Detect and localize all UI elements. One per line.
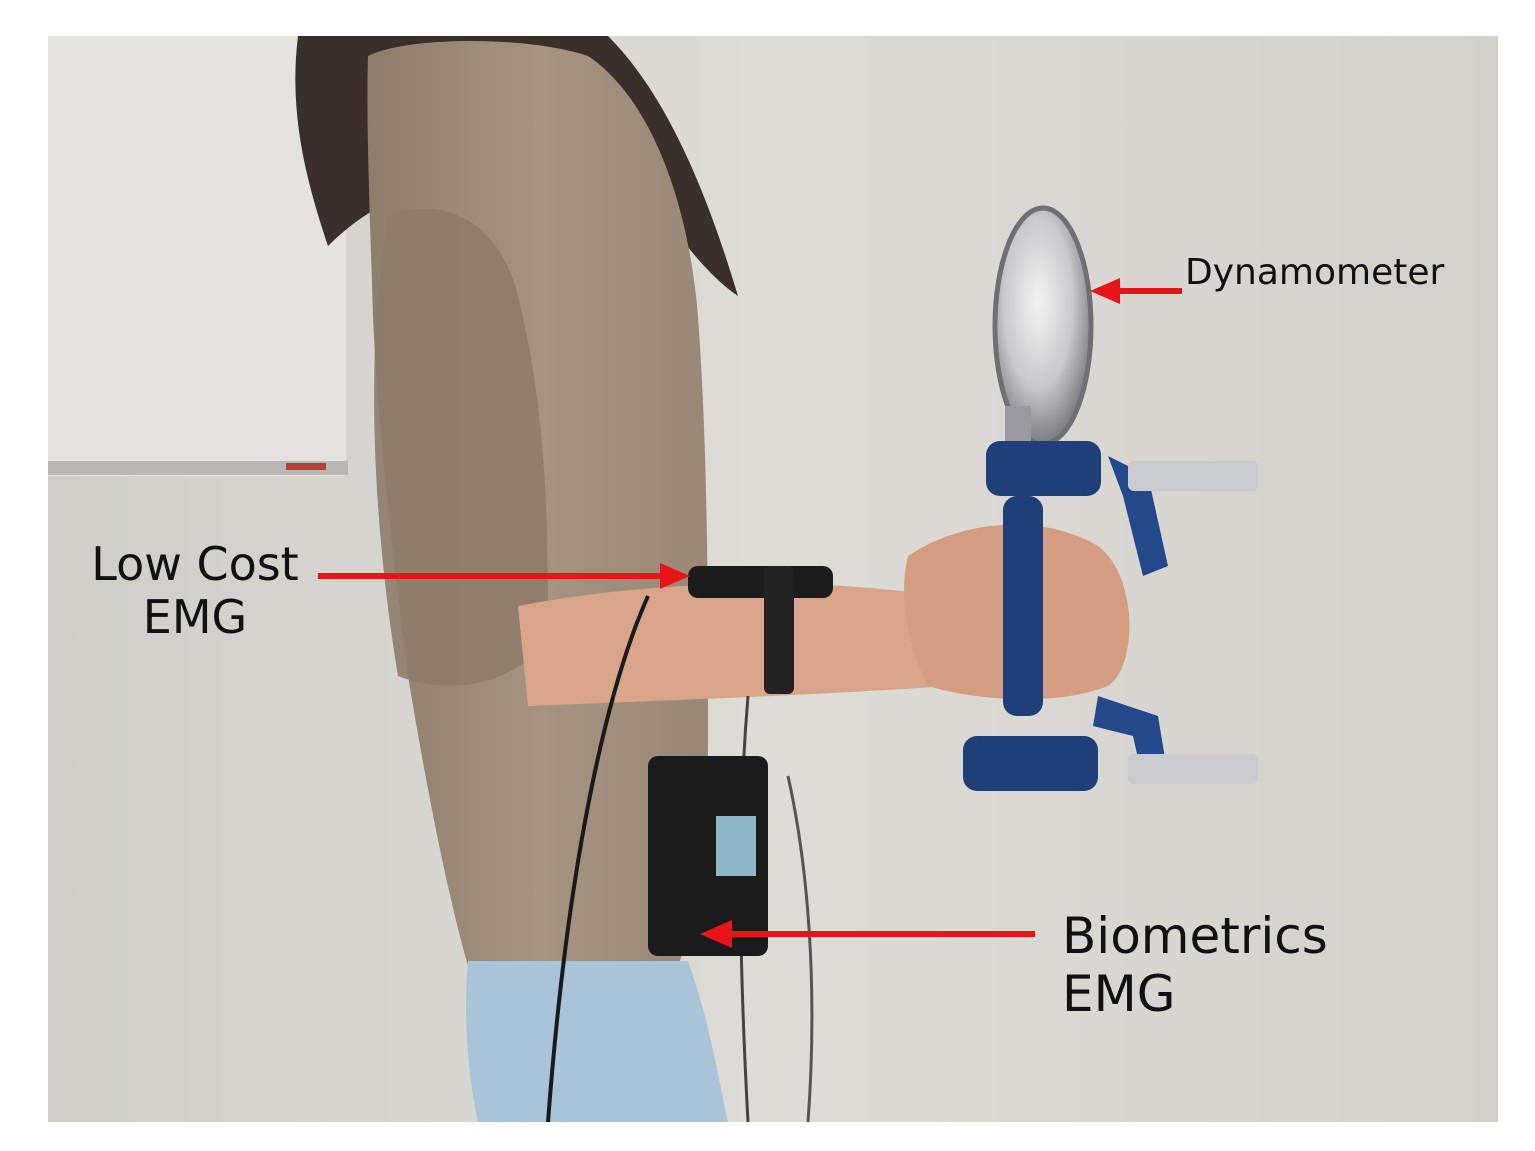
- biometrics-emg-line-2: EMG: [1062, 964, 1176, 1023]
- jeans: [466, 961, 728, 1122]
- scene: [48, 36, 1498, 1122]
- low-cost-emg-sensor: [688, 566, 833, 598]
- whiteboard-marker: [286, 463, 326, 470]
- dynamometer-spring-bottom: [1128, 754, 1258, 784]
- sleeve: [374, 208, 548, 686]
- dynamometer-bottom-grip: [963, 736, 1098, 791]
- dynamometer-spring-top: [1128, 461, 1258, 491]
- dynamometer-handle: [1003, 496, 1043, 716]
- wire-1: [546, 595, 650, 1122]
- dynamometer-label-text: Dynamometer: [1185, 252, 1445, 293]
- biometrics-emg-unit: [648, 756, 768, 956]
- whiteboard: [48, 36, 346, 476]
- low-cost-emg-line-2: EMG: [142, 589, 248, 644]
- dynamometer-top-grip: [986, 441, 1101, 496]
- biometrics-screen: [716, 816, 756, 876]
- biometrics-emg-label: Biometrics EMG: [1062, 907, 1328, 1023]
- photo: [48, 36, 1498, 1122]
- whiteboard-rail: [48, 461, 348, 475]
- low-cost-emg-label: Low Cost EMG: [70, 538, 320, 644]
- arrow-dynamometer: [1090, 278, 1182, 304]
- forearm: [518, 583, 948, 706]
- dynamometer-stem: [1005, 406, 1031, 446]
- arrow-low-cost-emg: [318, 563, 690, 589]
- dynamometer-label: Dynamometer: [1185, 252, 1444, 293]
- low-cost-emg-line-1: Low Cost: [91, 537, 299, 591]
- biometrics-emg-line-1: Biometrics: [1062, 907, 1328, 965]
- arrow-biometrics-emg: [700, 920, 1035, 948]
- dynamometer-lever: [1093, 456, 1168, 781]
- strap: [764, 566, 794, 694]
